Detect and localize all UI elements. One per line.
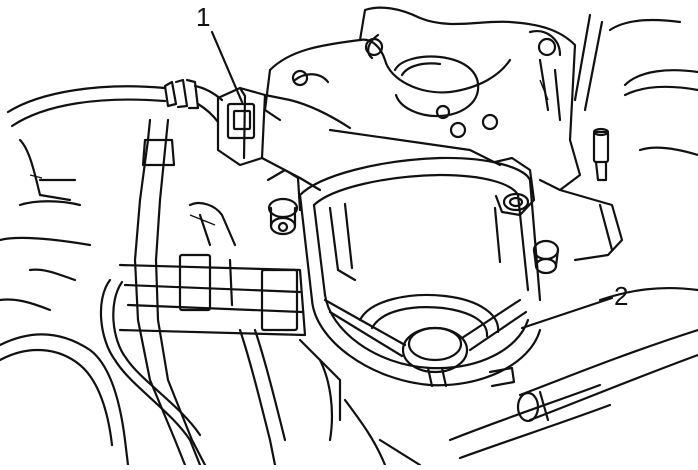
leader-line-2: [520, 296, 614, 330]
sensor-connector: [216, 86, 352, 192]
lower-left-components: [0, 118, 342, 467]
sensor-guard-cylinder: [298, 156, 542, 388]
engine-right-side: [592, 18, 698, 182]
callout-label-1: 1: [196, 2, 211, 32]
callout-label-2: 2: [614, 281, 629, 311]
engine-block-outline: [263, 6, 604, 192]
sensor-cable: [6, 78, 224, 128]
leader-line-1: [210, 30, 244, 104]
sensor-flange: [266, 168, 624, 275]
shading-hatch: [29, 79, 549, 226]
lower-right-tube: [343, 286, 698, 467]
